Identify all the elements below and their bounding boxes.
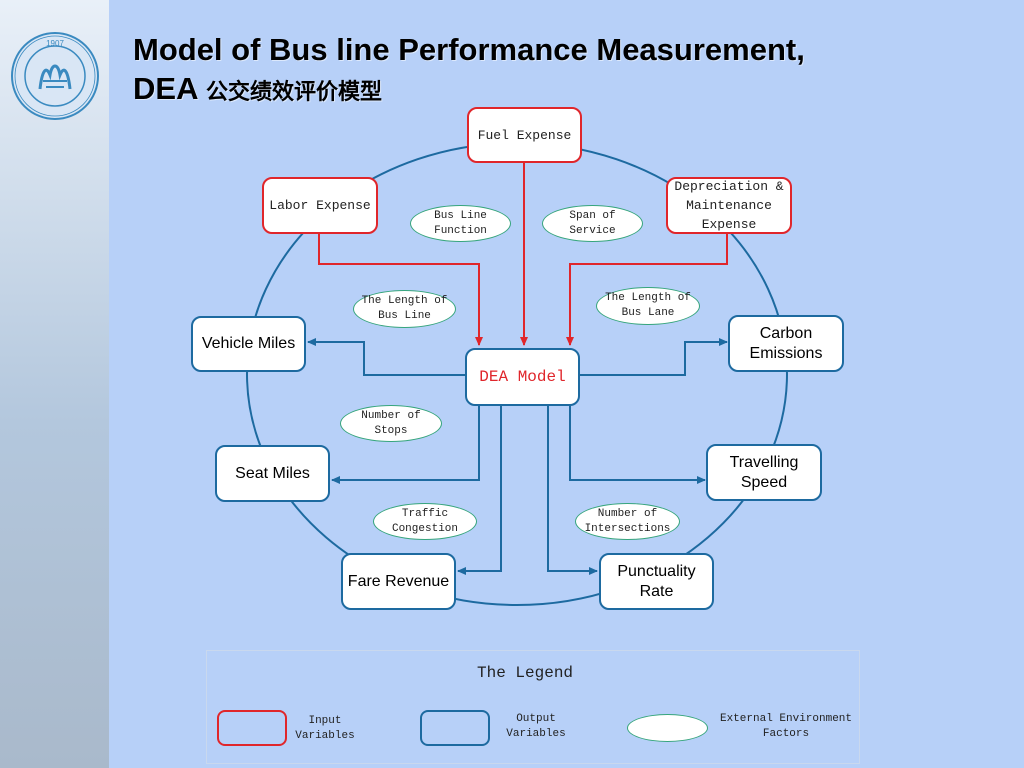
page-title: Model of Bus line Performance Measuremen… [133,30,805,111]
factor-span-of-service: Span of Service [542,205,643,242]
legend-output-label: Output Variables [506,713,566,740]
factor-length-of-bus-line: The Length of Bus Line [353,290,456,328]
legend-title: The Legend [477,664,574,682]
arrow-dea-to-carbon [580,338,728,376]
arrow-dea-to-speed [569,406,706,484]
dea-model-box: DEA Model [465,348,580,406]
output-seat-miles: Seat Miles [215,445,330,502]
arrow-dea-to-seat-miles [331,406,480,484]
tongji-university-seal-icon: 1907 [11,32,99,120]
factor-number-of-stops: Number of Stops [340,405,442,442]
input-fuel-expense: Fuel Expense [467,107,582,163]
arrow-dea-to-fare [457,406,502,575]
factor-bus-line-function: Bus Line Function [410,205,511,242]
output-vehicle-miles: Vehicle Miles [191,316,306,372]
legend-box [206,650,860,764]
input-labor-expense: Labor Expense [262,177,378,234]
sidebar-strip [0,0,109,768]
factor-length-of-bus-lane: The Length of Bus Lane [596,287,700,325]
legend-external-swatch [627,714,708,742]
title-line-1: Model of Bus line Performance Measuremen… [133,32,805,67]
factor-number-of-intersections: Number of Intersections [575,503,680,540]
arrow-labor-to-dea [318,233,483,346]
arrow-depreciation-to-dea [566,233,728,346]
svg-text:1907: 1907 [46,39,64,48]
title-chinese: 公交绩效评价模型 [205,79,382,104]
factor-traffic-congestion: Traffic Congestion [373,503,477,540]
legend-input-swatch [217,710,287,746]
legend-input-label: Input Variables [295,715,355,742]
output-fare-revenue: Fare Revenue [341,553,456,610]
output-carbon-emissions: Carbon Emissions [728,315,844,372]
input-depreciation-maintenance: Depreciation & Maintenance Expense [666,177,792,234]
arrow-dea-to-vehicle-miles [307,338,466,376]
arrow-dea-to-punctuality [547,406,598,575]
output-punctuality-rate: Punctuality Rate [599,553,714,610]
output-travelling-speed: Travelling Speed [706,444,822,501]
legend-output-swatch [420,710,490,746]
title-line-2: DEA [133,71,198,106]
legend-external-label: External Environment Factors [719,713,853,740]
